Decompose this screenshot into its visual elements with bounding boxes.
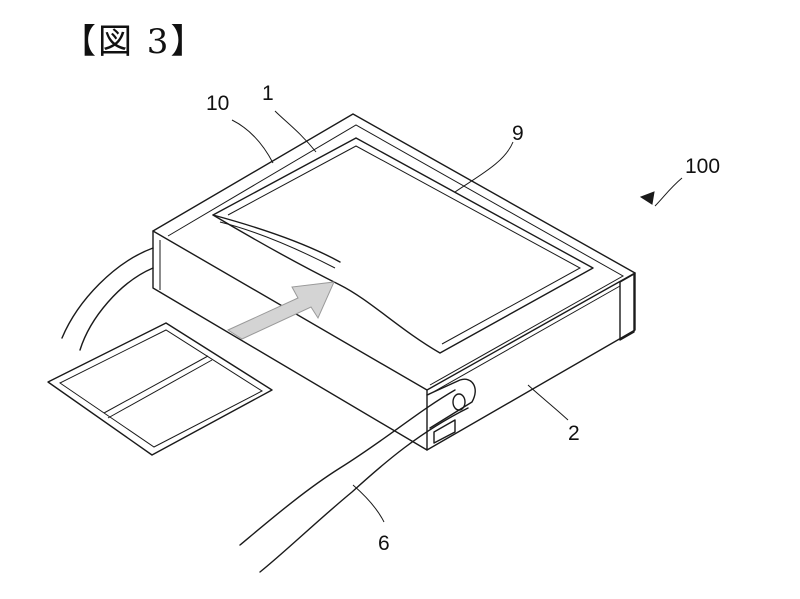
ref-label-10: 10 [206,92,229,115]
device-body [152,113,636,451]
arrowhead-icon [639,191,655,205]
pivot-hole-icon [452,393,466,411]
figure-title: 【図 3】 [62,22,207,62]
ref-label-100: 100 [685,155,720,178]
ref-label-6: 6 [378,532,390,555]
sheet-member [212,137,594,354]
ref-label-9: 9 [512,122,524,145]
strap-6 [239,378,476,573]
ref-label-1: 1 [262,82,274,105]
ref-label-2: 2 [568,422,580,445]
left-strap [61,247,154,351]
insertion-arrow [226,281,335,340]
detached-sheet [47,322,273,456]
leader-lines [231,110,683,523]
